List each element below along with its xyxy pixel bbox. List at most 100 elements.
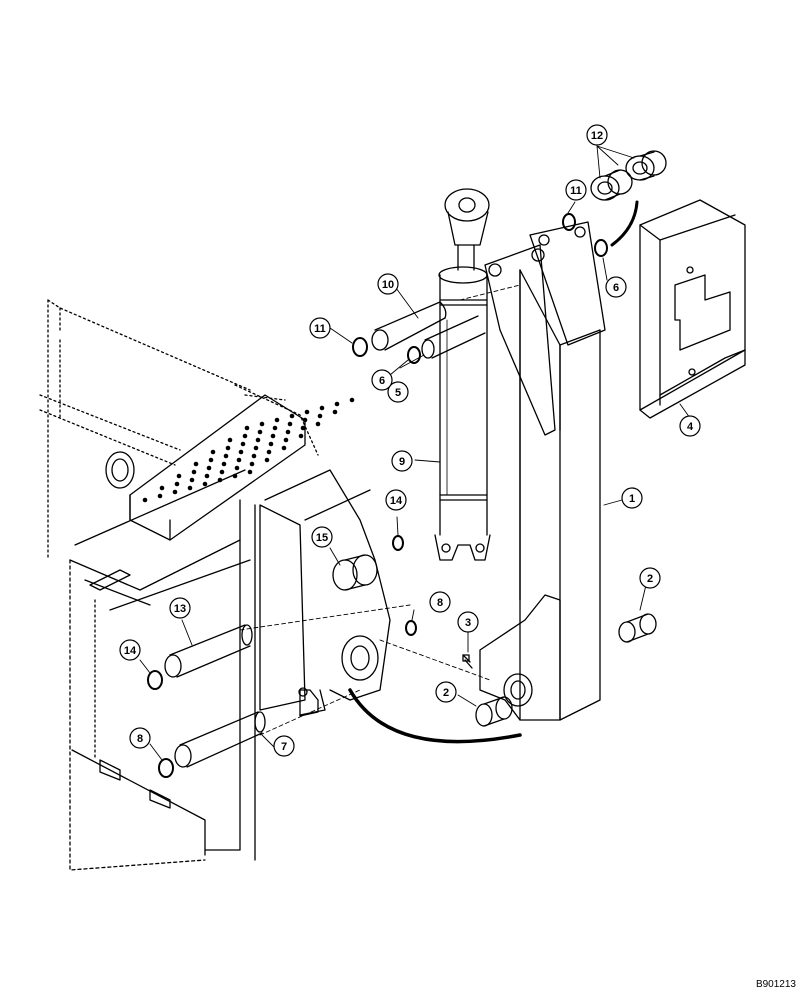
callout-circle bbox=[639, 567, 661, 589]
step-hole bbox=[189, 477, 195, 483]
step-hole bbox=[234, 465, 240, 471]
callout-label: 4 bbox=[687, 421, 694, 433]
cover-plate bbox=[639, 199, 746, 419]
callout-circle bbox=[391, 450, 413, 472]
callout-circle bbox=[435, 681, 457, 703]
callout-circle bbox=[605, 276, 627, 298]
step-hole bbox=[266, 449, 272, 455]
step-hole bbox=[240, 441, 246, 447]
callout-label: 13 bbox=[174, 603, 186, 615]
step-hole bbox=[285, 429, 291, 435]
bushing-left bbox=[475, 696, 513, 727]
pin-10 bbox=[371, 301, 447, 351]
callout-c4: 4 bbox=[679, 415, 701, 437]
step-hole bbox=[238, 449, 244, 455]
snap-ring-14-upper bbox=[392, 535, 404, 551]
callout-label: 11 bbox=[314, 323, 326, 335]
step-hole bbox=[283, 437, 289, 443]
step-hole bbox=[242, 433, 248, 439]
alignment-lines bbox=[239, 284, 521, 736]
step-hole bbox=[298, 433, 304, 439]
callout-circle bbox=[565, 179, 587, 201]
bushing-right bbox=[618, 613, 657, 643]
callout-circle bbox=[119, 639, 141, 661]
callout-c14a: 14 bbox=[119, 639, 141, 661]
step-hole bbox=[334, 401, 340, 407]
callout-label: 6 bbox=[379, 375, 385, 387]
machine-frame bbox=[39, 299, 391, 871]
step-hole bbox=[142, 497, 148, 503]
hydraulic-cylinder bbox=[434, 188, 491, 561]
step-hole bbox=[187, 485, 193, 491]
callout-circle bbox=[679, 415, 701, 437]
snap-ring-14-lower bbox=[147, 670, 163, 690]
callout-label: 15 bbox=[316, 532, 328, 544]
callout-circle bbox=[309, 317, 331, 339]
step-hole bbox=[251, 453, 257, 459]
step-hole bbox=[332, 409, 338, 415]
callout-c11b: 11 bbox=[565, 179, 587, 201]
callout-circle bbox=[371, 369, 393, 391]
callout-c7: 7 bbox=[273, 735, 295, 757]
callout-circle bbox=[129, 727, 151, 749]
callout-c2b: 2 bbox=[435, 681, 457, 703]
step-hole bbox=[272, 425, 278, 431]
callout-c8b: 8 bbox=[129, 727, 151, 749]
callout-circle bbox=[387, 381, 409, 403]
callout-c5: 5 bbox=[387, 381, 409, 403]
callout-label: 5 bbox=[395, 387, 401, 399]
callout-c1: 1 bbox=[621, 487, 643, 509]
wear-pads bbox=[590, 150, 667, 201]
pin-7 bbox=[174, 711, 266, 768]
step-hole bbox=[208, 457, 214, 463]
callout-circle bbox=[311, 526, 333, 548]
step-hole bbox=[193, 461, 199, 467]
step-hole bbox=[315, 421, 321, 427]
snap-ring-8-lower bbox=[158, 758, 174, 778]
step-hole bbox=[225, 445, 231, 451]
callout-c10: 10 bbox=[377, 273, 399, 295]
step-hole bbox=[174, 481, 180, 487]
step-hole bbox=[176, 473, 182, 479]
step-hole bbox=[219, 469, 225, 475]
snap-ring-6-right bbox=[594, 239, 608, 257]
callout-label: 2 bbox=[443, 687, 449, 699]
step-hole bbox=[253, 445, 259, 451]
callout-c13: 13 bbox=[169, 597, 191, 619]
snap-ring-8-upper bbox=[405, 620, 417, 636]
step-hole bbox=[287, 421, 293, 427]
step-hole bbox=[274, 417, 280, 423]
callout-c8a: 8 bbox=[429, 591, 451, 613]
step-hole bbox=[221, 461, 227, 467]
step-hole bbox=[210, 449, 216, 455]
callout-circle bbox=[586, 124, 608, 146]
step-hole bbox=[247, 469, 253, 475]
callout-label: 14 bbox=[390, 495, 403, 507]
figure-id: B901213 bbox=[755, 979, 796, 990]
step-hole bbox=[172, 489, 178, 495]
callout-label: 14 bbox=[124, 645, 137, 657]
callout-circle bbox=[169, 597, 191, 619]
callout-c14b: 14 bbox=[385, 489, 407, 511]
callout-label: 1 bbox=[629, 493, 635, 505]
step-hole bbox=[236, 457, 242, 463]
step-hole bbox=[191, 469, 197, 475]
step-hole bbox=[349, 397, 355, 403]
callout-label: 8 bbox=[437, 597, 443, 609]
callout-c2a: 2 bbox=[639, 567, 661, 589]
step-hole bbox=[304, 409, 310, 415]
callout-label: 10 bbox=[382, 279, 394, 291]
step-hole bbox=[264, 457, 270, 463]
callout-c6b: 6 bbox=[605, 276, 627, 298]
step-hole bbox=[249, 461, 255, 467]
pin-13 bbox=[164, 624, 253, 678]
snap-ring-11-right bbox=[562, 213, 576, 231]
callout-circle bbox=[621, 487, 643, 509]
step-hole bbox=[281, 445, 287, 451]
assembly-arrow-upper bbox=[610, 200, 639, 247]
step-hole bbox=[244, 425, 250, 431]
step-hole bbox=[255, 437, 261, 443]
callout-label: 2 bbox=[647, 573, 653, 585]
